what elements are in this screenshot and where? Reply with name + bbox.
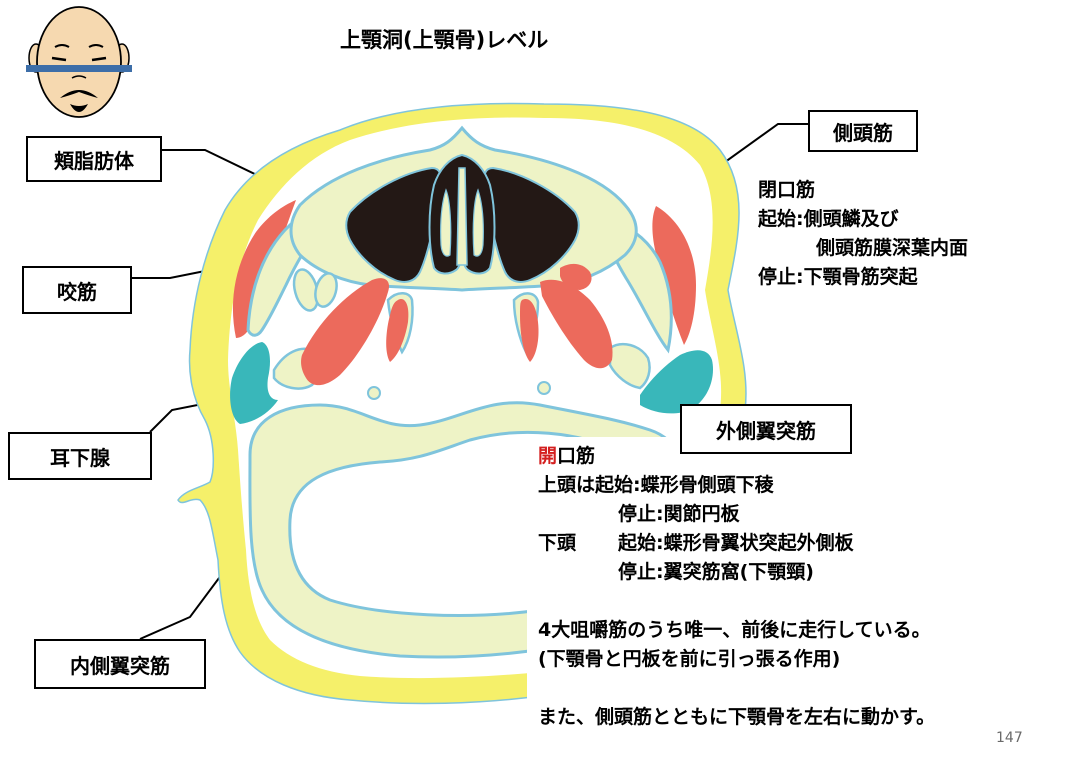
face-with-level-line-icon xyxy=(26,6,132,118)
page-number: 147 xyxy=(996,730,1023,746)
origin-label: 起始: xyxy=(758,208,804,230)
lp-note1: 4大咀嚼筋のうち唯一、前後に走行している。 xyxy=(538,619,931,641)
temporalis-origin-line2: 側頭筋膜深葉内面 xyxy=(816,237,969,259)
lp-heading: 開口筋 xyxy=(538,442,935,471)
temporalis-origin: 起始:側頭鱗及び xyxy=(758,205,968,234)
lp-heading-rest: 口筋 xyxy=(557,445,596,467)
lp-lower-origin-line: 下頭 起始:蝶形骨翼状突起外側板 xyxy=(538,529,935,558)
bone-fragment-left-lower xyxy=(314,272,338,308)
lateral-pterygoid-info-panel xyxy=(527,437,1027,737)
label-buccal-fat-pad: 頬脂肪体 xyxy=(26,136,162,182)
masseter-right xyxy=(652,206,696,345)
insertion-label: 停止: xyxy=(758,266,804,288)
lp-lower-origin: 起始:蝶形骨翼状突起外側板 xyxy=(618,532,854,554)
label-masseter: 咬筋 xyxy=(22,266,132,314)
mandibular-condyle-right xyxy=(608,342,651,390)
medial-pterygoid-left xyxy=(386,299,409,362)
nasal-concha-left xyxy=(440,188,452,257)
lateral-pterygoid-info: 開口筋 上頭は起始:蝶形骨側頭下稜 停止:関節円板 下頭 起始:蝶形骨翼状突起外側… xyxy=(538,442,935,732)
styloid-left xyxy=(367,386,381,400)
lateral-pterygoid-right xyxy=(540,279,613,369)
insertion-value: 下顎骨筋突起 xyxy=(803,266,918,288)
maxillary-sinus-left xyxy=(345,166,442,283)
page-title: 上顎洞(上顎骨)レベル xyxy=(340,28,549,52)
lp-upper-insertion: 停止:関節円板 xyxy=(618,503,740,525)
parotid-gland-right xyxy=(640,350,714,414)
temporalis-insertion: 停止:下顎骨筋突起 xyxy=(758,263,968,292)
label-lateral-pterygoid: 外側翼突筋 xyxy=(680,404,852,454)
lp-lower-head: 下頭 xyxy=(538,532,577,554)
parotid-gland-left xyxy=(230,342,278,424)
lp-note2: (下顎骨と円板を前に引っ張る作用) xyxy=(538,648,841,670)
label-parotid-gland: 耳下腺 xyxy=(8,432,152,480)
nasal-concha-right xyxy=(472,188,484,257)
maxillary-sinus-right xyxy=(483,166,580,283)
temporalis-muscle-right xyxy=(560,263,592,290)
lp-lower-insertion: 停止:翼突筋窩(下顎頸) xyxy=(618,561,814,583)
spacer xyxy=(538,674,935,703)
lp-note3: また、側頭筋とともに下顎骨を左右に動かす。 xyxy=(538,706,936,728)
label-temporalis: 側頭筋 xyxy=(808,110,918,152)
spacer xyxy=(538,587,935,616)
medial-pterygoid-right xyxy=(520,299,539,362)
origin-line1: 側頭鱗及び xyxy=(803,208,899,230)
nasal-septum xyxy=(456,167,468,266)
label-medial-pterygoid: 内側翼突筋 xyxy=(34,639,206,689)
temporalis-info: 閉口筋 起始:側頭鱗及び 側頭筋膜深葉内面 停止:下顎骨筋突起 xyxy=(758,176,968,292)
lp-upper-origin: 上頭は起始:蝶形骨側頭下稜 xyxy=(538,474,774,496)
lateral-pterygoid-left xyxy=(301,278,390,386)
temporalis-heading: 閉口筋 xyxy=(758,179,816,201)
styloid-right xyxy=(537,381,551,395)
lp-heading-red: 開 xyxy=(538,445,558,467)
